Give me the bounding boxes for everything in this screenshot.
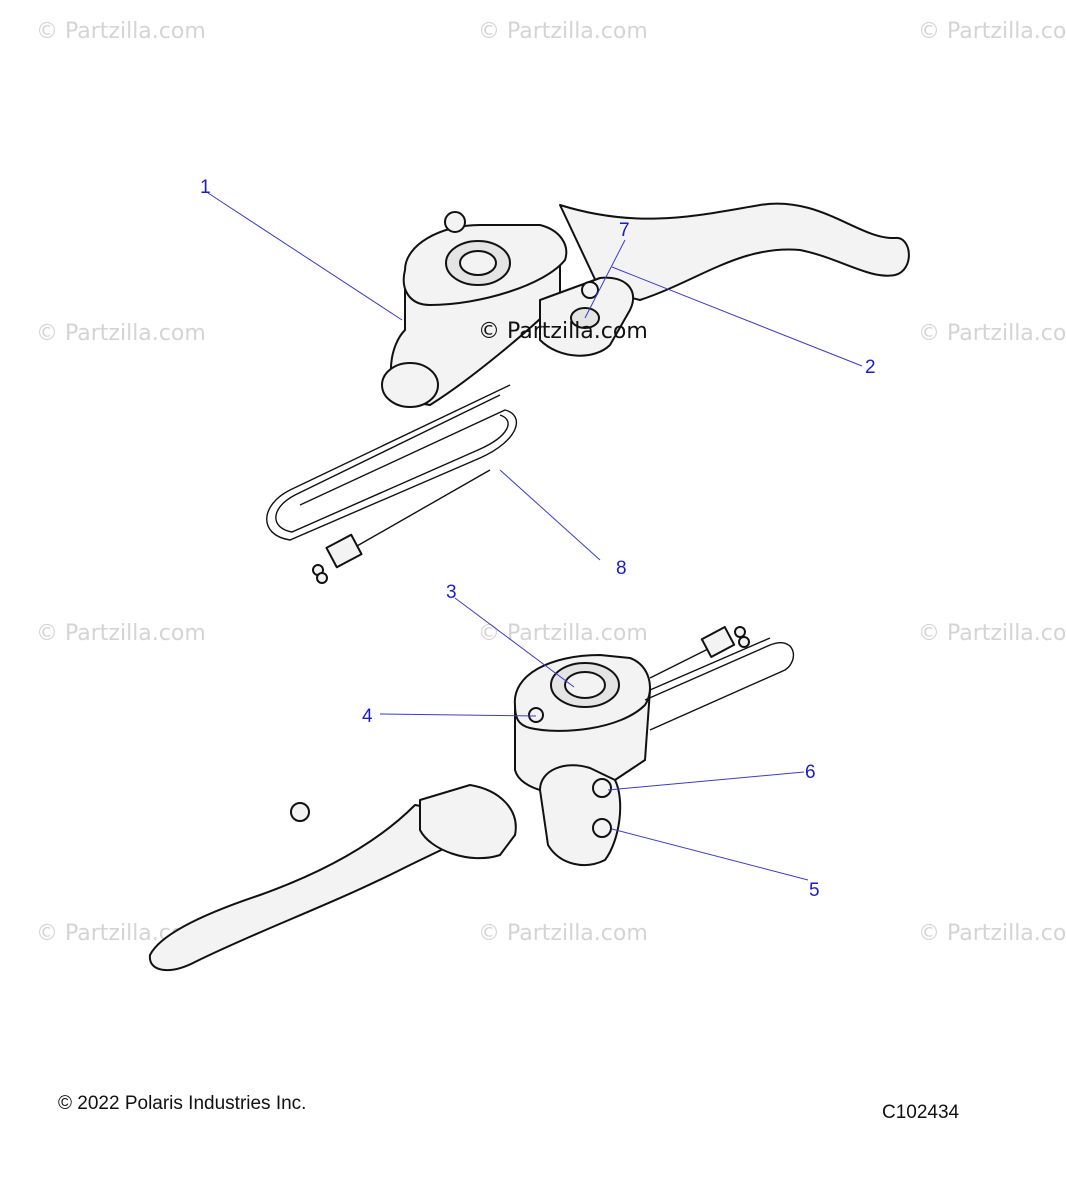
upper-switch-cable — [349, 469, 491, 551]
watermark: © Partzilla.com — [36, 19, 206, 44]
leader-line-8 — [499, 469, 601, 561]
watermark-grid: © Partzilla.com © Partzilla.com © Partzi… — [36, 19, 1066, 946]
watermark: © Partzilla.com — [36, 321, 206, 346]
lower-brake-assembly — [148, 626, 795, 972]
leader-line-1 — [207, 192, 403, 321]
lower-switch-cable — [649, 647, 711, 679]
leader-lines — [207, 192, 863, 881]
upper-piston-end — [381, 362, 439, 408]
callouts: 1 2 3 4 5 6 7 8 — [200, 177, 876, 901]
watermark: © Partzilla.com — [918, 921, 1066, 946]
upper-bleeder-nub — [444, 211, 466, 233]
upper-lever — [559, 202, 910, 301]
watermark: © Partzilla.com — [918, 321, 1066, 346]
watermark: © Partzilla.com — [478, 921, 648, 946]
lower-switch-wire-loop — [644, 642, 795, 731]
leader-line-5 — [611, 828, 809, 881]
lower-connector-pin — [738, 636, 750, 648]
leader-line-2 — [611, 266, 863, 367]
copyright-notice: © 2022 Polaris Industries Inc. — [58, 1093, 307, 1114]
upper-switch-wire-loop — [266, 384, 518, 541]
upper-sight-glass — [459, 250, 497, 276]
lower-bleeder-screw — [528, 707, 544, 723]
upper-connector-pin — [316, 572, 328, 584]
lower-sight-glass — [564, 671, 606, 699]
upper-clamp-bolt — [581, 281, 599, 299]
callout-7: 7 — [619, 220, 630, 241]
upper-switch-connector — [325, 533, 363, 569]
lower-lever — [148, 804, 501, 972]
upper-brake-assembly — [266, 202, 910, 584]
callout-5: 5 — [809, 880, 820, 901]
callout-8: 8 — [616, 558, 627, 579]
leader-line-4 — [379, 713, 537, 717]
figure-id: C102434 — [882, 1102, 960, 1123]
lower-clamp-bolt-upper — [592, 778, 612, 798]
lower-clamp-bolt-lower — [592, 818, 612, 838]
callout-4: 4 — [362, 706, 373, 727]
lower-connector-pin — [734, 626, 746, 638]
lower-pivot-bolt — [290, 802, 310, 822]
leader-line-7 — [584, 239, 626, 319]
center-watermark: © Partzilla.com — [478, 319, 648, 344]
leader-line-6 — [607, 771, 805, 791]
watermark: © Partzilla.com — [918, 19, 1066, 44]
lower-switch-connector — [700, 626, 736, 658]
watermark: © Partzilla.com — [478, 19, 648, 44]
watermark: © Partzilla.com — [918, 621, 1066, 646]
callout-3: 3 — [446, 582, 457, 603]
leader-line-3 — [454, 597, 575, 688]
lower-pivot-bracket — [419, 784, 517, 860]
callout-2: 2 — [865, 357, 876, 378]
watermark: © Partzilla.com — [36, 621, 206, 646]
callout-1: 1 — [200, 177, 211, 198]
watermark: © Partzilla.com — [478, 621, 648, 646]
callout-6: 6 — [805, 762, 816, 783]
